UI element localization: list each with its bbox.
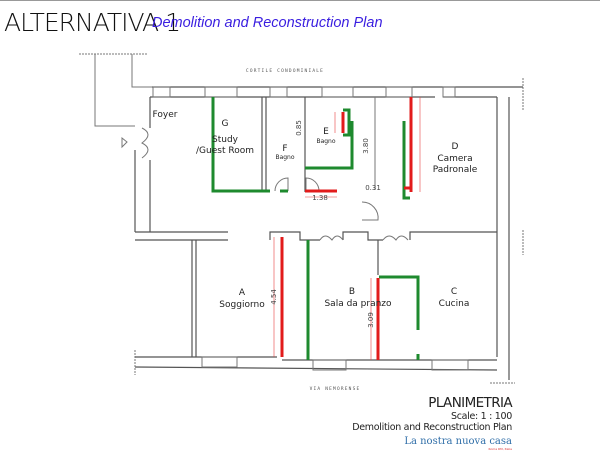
street-label-bottom: VIA NEMORENSE bbox=[310, 386, 361, 392]
new-walls bbox=[211, 97, 420, 360]
room-g-name2: /Guest Room bbox=[196, 146, 254, 156]
page-subtitle: Demolition and Reconstruction Plan bbox=[152, 15, 383, 31]
room-g-letter: G bbox=[222, 119, 229, 129]
dim-label: 4.54 bbox=[270, 289, 278, 305]
plan-heading: PLANIMETRIA bbox=[428, 395, 512, 411]
room-e-letter: E bbox=[323, 127, 329, 137]
top-rule bbox=[0, 0, 600, 1]
dim-label: 3.09 bbox=[367, 312, 375, 328]
demolished-walls bbox=[280, 97, 413, 360]
room-e-name: Bagno bbox=[316, 138, 335, 145]
room-g-name: Study bbox=[212, 135, 239, 145]
street-label-top: CORTILE CONDOMINIALE bbox=[246, 68, 324, 74]
room-a-name: Soggiorno bbox=[219, 300, 265, 310]
dim-label: 0.85 bbox=[295, 120, 303, 136]
room-b-name: Sala da pranzo bbox=[324, 299, 392, 309]
plan-description: Demolition and Reconstruction Plan bbox=[352, 422, 512, 433]
room-a-letter: A bbox=[239, 288, 246, 298]
page-title: ALTERNATIVA 1 bbox=[4, 8, 181, 37]
room-d-name2: Padronale bbox=[433, 165, 478, 175]
dim-label: 0.31 bbox=[365, 184, 381, 192]
room-f-name: Bagno bbox=[275, 154, 294, 161]
room-b-letter: B bbox=[349, 287, 355, 297]
plan-scale: Scale: 1 : 100 bbox=[451, 411, 512, 422]
brand-name: La nostra nuova casa bbox=[404, 436, 512, 447]
room-f-letter: F bbox=[282, 144, 287, 154]
dim-label: 1.38 bbox=[312, 194, 328, 202]
room-foyer: Foyer bbox=[153, 110, 178, 120]
room-c-letter: C bbox=[451, 287, 457, 297]
exterior-walls bbox=[79, 53, 524, 384]
brand-tagline: Roma RM, Italia bbox=[488, 447, 512, 451]
dimension-lines bbox=[273, 97, 421, 360]
room-c-name: Cucina bbox=[439, 299, 470, 309]
title-block: PLANIMETRIA Scale: 1 : 100 Demolition an… bbox=[352, 395, 512, 451]
room-d-name: Camera bbox=[437, 154, 472, 164]
room-d-letter: D bbox=[452, 142, 459, 152]
dim-label: 3.80 bbox=[362, 138, 370, 154]
